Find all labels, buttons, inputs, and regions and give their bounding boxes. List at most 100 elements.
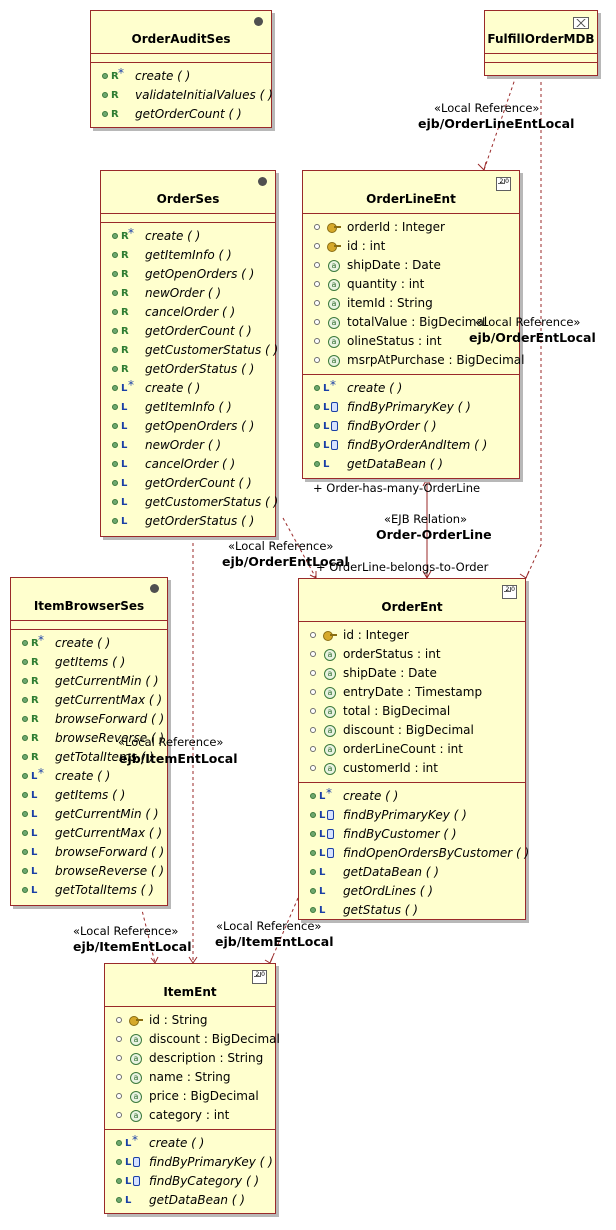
key-icon	[327, 240, 341, 252]
method-label: findByPrimaryKey ( )	[343, 808, 467, 822]
method-label: getOrderCount ( )	[145, 324, 252, 338]
entity-bean-icon: 2.0	[502, 585, 517, 599]
method-label: create ( )	[149, 1136, 205, 1150]
entity-bean-icon: 2.0	[252, 970, 267, 984]
method-label: create ( )	[145, 229, 201, 243]
key-icon	[129, 1014, 143, 1026]
key-icon	[323, 629, 337, 641]
method-label: create ( )	[135, 69, 191, 83]
arrowhead-orderent-right	[519, 570, 530, 579]
attribute-label: orderLineCount : int	[343, 742, 463, 756]
class-name: OrderLineEnt	[366, 192, 456, 206]
attribute-label: olineStatus : int	[347, 334, 442, 348]
attribute-label: id : String	[149, 1013, 208, 1027]
method-label: getOrderCount ( )	[135, 107, 242, 121]
finder-icon	[327, 810, 334, 820]
class-order-line-ent[interactable]: OrderLineEnt 2.0 orderId : Integer id : i…	[302, 170, 524, 479]
attribute-label: shipDate : Date	[347, 258, 441, 272]
method-label: cancelOrder ( )	[145, 305, 236, 319]
session-bean-icon	[150, 584, 159, 593]
attribute-label: msrpAtPurchase : BigDecimal	[347, 353, 525, 367]
method-label: getOrderCount ( )	[145, 476, 252, 490]
attribute-label: orderId : Integer	[347, 220, 445, 234]
class-name: FulfillOrderMDB	[487, 32, 595, 46]
method-label: create ( )	[343, 789, 399, 803]
attribute-label: name : String	[149, 1070, 231, 1084]
method-label: getItemInfo ( )	[145, 248, 232, 262]
method-label: getCustomerStatus ( )	[145, 343, 279, 357]
attribute-label: price : BigDecimal	[149, 1089, 259, 1103]
class-fulfill-order-mdb[interactable]: FulfillOrderMDB	[484, 10, 598, 76]
method-label: findByOrder ( )	[347, 419, 437, 433]
connector-mdb-orderent	[525, 76, 542, 579]
class-name: OrderAuditSes	[131, 32, 231, 46]
method-label: findByCustomer ( )	[343, 827, 457, 841]
method-label: findOpenOrdersByCustomer ( )	[343, 846, 530, 860]
method-label: create ( )	[55, 636, 111, 650]
finder-icon	[133, 1157, 140, 1167]
method-label: getCurrentMax ( )	[55, 826, 163, 840]
role-label: + Order-has-many-OrderLine	[313, 481, 481, 495]
method-label: getTotalItems ( )	[55, 750, 154, 764]
method-label: create ( )	[145, 381, 201, 395]
ref-name-label: ejb/OrderEntLocal	[222, 554, 349, 569]
finder-icon	[331, 440, 338, 450]
method-label: browseForward ( )	[55, 712, 165, 726]
finder-icon	[327, 848, 334, 858]
method-label: getOrderStatus ( )	[145, 362, 255, 376]
attribute-label: discount : BigDecimal	[343, 723, 474, 737]
finder-icon	[133, 1176, 140, 1186]
local-reference-label: «Local Reference»	[228, 539, 334, 553]
method-label: getTotalItems ( )	[55, 883, 154, 897]
method-label: create ( )	[55, 769, 111, 783]
entity-bean-icon: 2.0	[496, 177, 511, 191]
ref-name-label: ejb/ItemEntLocal	[119, 751, 238, 766]
attribute-label: customerId : int	[343, 761, 438, 775]
method-label: getCurrentMax ( )	[55, 693, 163, 707]
method-label: getDataBean ( )	[149, 1193, 245, 1207]
attribute-label: id : int	[347, 239, 386, 253]
attribute-label: discount : BigDecimal	[149, 1032, 280, 1046]
method-label: getOpenOrders ( )	[145, 267, 255, 281]
method-label: newOrder ( )	[145, 438, 222, 452]
relation-name-label: Order-OrderLine	[376, 527, 492, 542]
method-label: getStatus ( )	[343, 903, 418, 917]
attribute-label: category : int	[149, 1108, 230, 1122]
method-label: getOpenOrders ( )	[145, 419, 255, 433]
method-label: cancelOrder ( )	[145, 457, 236, 471]
method-label: validateInitialValues ( )	[135, 88, 273, 102]
method-label: getCurrentMin ( )	[55, 674, 159, 688]
method-label: findByPrimaryKey ( )	[347, 400, 471, 414]
method-label: getItems ( )	[55, 788, 126, 802]
local-reference-label: «Local Reference»	[73, 924, 179, 938]
method-label: findByPrimaryKey ( )	[149, 1155, 273, 1169]
method-label: getCurrentMin ( )	[55, 807, 159, 821]
class-name: ItemEnt	[163, 985, 217, 999]
connector-browser-itement	[140, 905, 156, 964]
connector-mdb-orderline	[483, 75, 517, 171]
method-label: newOrder ( )	[145, 286, 222, 300]
message-bean-icon	[573, 17, 589, 29]
attribute-label: entryDate : Timestamp	[343, 685, 483, 699]
session-bean-icon	[254, 17, 263, 26]
finder-icon	[327, 829, 334, 839]
method-label: getCustomerStatus ( )	[145, 495, 279, 509]
ref-name-label: ejb/OrderLineEntLocal	[418, 116, 575, 131]
constructor-icon: *	[118, 66, 124, 80]
ref-name-label: ejb/ItemEntLocal	[73, 939, 192, 954]
attribute-label: description : String	[149, 1051, 264, 1065]
method-label: create ( )	[347, 381, 403, 395]
attribute-label: orderStatus : int	[343, 647, 441, 661]
local-reference-label: «Local Reference»	[216, 919, 322, 933]
method-label: getDataBean ( )	[343, 865, 439, 879]
key-icon	[327, 221, 341, 233]
attribute-label: total : BigDecimal	[343, 704, 451, 718]
finder-icon	[331, 421, 338, 431]
method-label: browseReverse ( )	[55, 864, 165, 878]
method-label: findByCategory ( )	[149, 1174, 260, 1188]
